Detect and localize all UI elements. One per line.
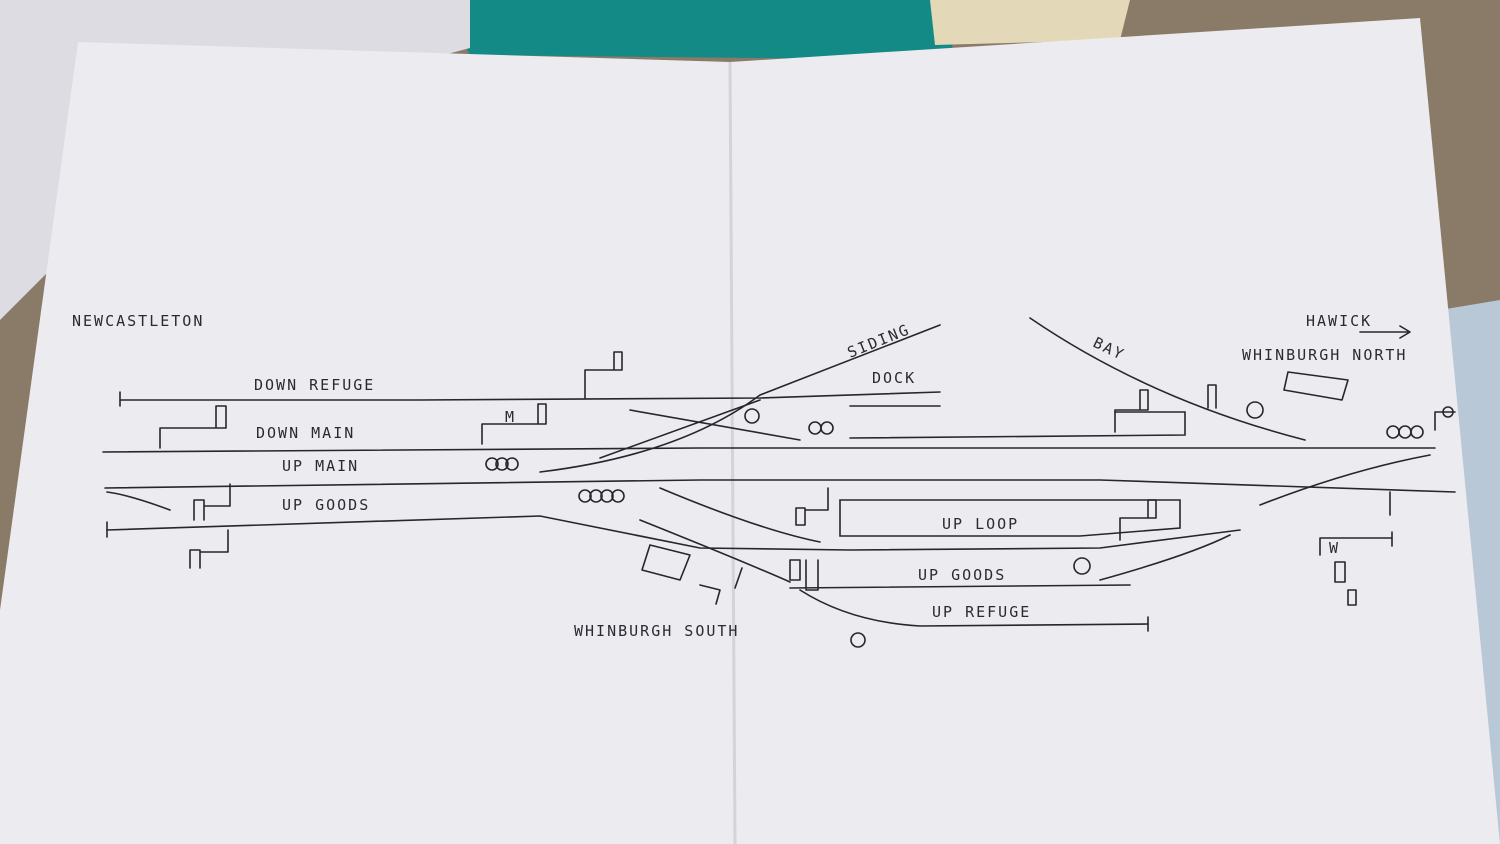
signal-up-main-west xyxy=(189,529,229,569)
signal-up-loop-west xyxy=(795,487,829,526)
signal-bay-2 xyxy=(1207,384,1217,409)
signal-down-main-mid xyxy=(481,403,547,445)
patterned-book xyxy=(930,0,1130,45)
ground-frame-south xyxy=(641,544,691,581)
label-dock: DOCK xyxy=(872,369,916,387)
loop-approach-1 xyxy=(659,487,821,543)
label-up-loop: UP LOOP xyxy=(942,515,1019,533)
signal-box-north xyxy=(1283,371,1349,401)
siding-track xyxy=(539,324,941,473)
up-goods-junction xyxy=(1099,534,1231,581)
label-up-goods-west: UP GOODS xyxy=(282,496,370,514)
teal-folder xyxy=(440,0,960,60)
label-up-refuge: UP REFUGE xyxy=(932,603,1031,621)
down-refuge-track xyxy=(119,391,941,401)
signal-south-small xyxy=(699,584,721,605)
label-down-main: DOWN MAIN xyxy=(256,424,355,442)
bay-track xyxy=(1029,317,1306,441)
signals xyxy=(159,325,1456,648)
arrow-south xyxy=(734,567,743,589)
signal-bay xyxy=(1114,389,1149,433)
bay-platform xyxy=(849,411,1186,439)
signal-east-ground xyxy=(1334,561,1357,606)
disc-signal xyxy=(485,457,499,471)
paper-fold xyxy=(728,61,737,844)
down-main-track xyxy=(102,447,1436,453)
east-crossover xyxy=(1259,454,1431,506)
label-down-refuge: DOWN REFUGE xyxy=(254,376,375,394)
label-hawick: HAWICK xyxy=(1306,312,1372,330)
label-whinburgh-south: WHINBURGH SOUTH xyxy=(574,622,739,640)
label-whinburgh-north: WHINBURGH NORTH xyxy=(1242,346,1407,364)
signal-up-goods-west xyxy=(193,483,231,521)
loop-approach-2 xyxy=(639,519,791,583)
track-lines xyxy=(102,317,1456,632)
up-refuge-track xyxy=(799,589,1149,627)
west-up-goods-curve xyxy=(106,491,171,511)
signal-east-disc xyxy=(1434,411,1456,431)
up-goods-east-track xyxy=(789,584,1131,589)
label-newcastleton: NEWCASTLETON xyxy=(72,312,204,330)
signal-down-refuge-west xyxy=(584,351,623,399)
up-loop-box xyxy=(839,499,1181,537)
signal-east-bracket xyxy=(1319,531,1393,556)
hawick-arrow xyxy=(1359,325,1411,339)
labels: NEWCASTLETON HAWICK WHINBURGH NORTH WHIN… xyxy=(72,312,1407,640)
crossover-2 xyxy=(629,409,801,441)
signal-down-main-west xyxy=(159,405,227,449)
signal-up-loop xyxy=(1119,499,1157,541)
up-goods-west-track xyxy=(106,515,1241,551)
crossover-1 xyxy=(599,399,761,459)
label-lever-m: M xyxy=(505,408,516,426)
up-main-track xyxy=(104,479,1456,493)
label-up-goods-east: UP GOODS xyxy=(918,566,1006,584)
label-up-main: UP MAIN xyxy=(282,457,359,475)
ground-frame xyxy=(789,559,819,591)
label-lever-w: W xyxy=(1329,539,1340,557)
